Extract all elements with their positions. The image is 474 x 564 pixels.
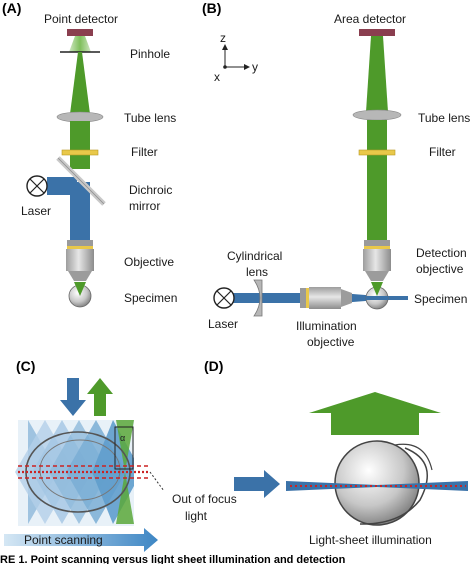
down-arrow-icon — [60, 378, 86, 416]
panel-d: (D) Light-sheet illumination — [204, 358, 468, 547]
panel-a: (A) Point detector Pinhole Tube lens Fil… — [2, 0, 177, 308]
detection-objective-tip — [365, 271, 389, 281]
illumination-beam-b — [230, 293, 340, 303]
filter-b-label: Filter — [429, 145, 456, 159]
figure-caption: RE 1. Point scanning versus light sheet … — [0, 554, 346, 564]
illumination-label-2: objective — [307, 335, 355, 349]
dichroic-mirror-edge — [57, 157, 105, 205]
illumination-objective-icon — [309, 287, 341, 309]
embryo-sphere-icon — [334, 440, 420, 526]
out-of-focus-label-2: light — [185, 509, 208, 523]
point-scanning-label: Point scanning — [24, 533, 103, 547]
excitation-beam-a — [70, 182, 90, 240]
tube-lens-a-label: Tube lens — [124, 111, 176, 125]
dichroic-label-2: mirror — [129, 199, 160, 213]
dichroic-label-1: Dichroic — [129, 183, 172, 197]
cylindrical-label-2: lens — [246, 265, 268, 279]
tube-lens-b-label: Tube lens — [418, 111, 470, 125]
scan-arrow-icon — [4, 528, 158, 552]
point-detector-label: Point detector — [44, 12, 118, 26]
green-cone-top — [116, 420, 134, 472]
illum-objective-ring — [306, 288, 309, 308]
excitation-arrow-icon — [234, 470, 280, 498]
objective-b-top — [364, 240, 390, 246]
panel-a-letter: (A) — [2, 0, 21, 16]
embryo-yolk-line — [359, 447, 428, 525]
angle-glyph: α — [120, 433, 125, 443]
laser-b-label: Laser — [208, 317, 238, 331]
embryo-body-line — [394, 443, 433, 471]
axis-y-label: y — [252, 60, 258, 74]
point-detector-icon — [67, 29, 93, 36]
emission-arrow-icon — [309, 392, 441, 435]
specimen-a-label: Specimen — [124, 291, 177, 305]
specimen-b-label: Specimen — [414, 292, 467, 306]
embryo-inner — [39, 439, 121, 501]
callout-line — [149, 471, 165, 492]
illumination-objective-tip — [341, 289, 352, 307]
laser-a-cross-2 — [29, 178, 45, 194]
filter-a-label: Filter — [131, 145, 158, 159]
panel-b-letter: (B) — [202, 0, 221, 16]
axes-icon: z y x — [214, 31, 258, 84]
area-detector-icon — [359, 29, 395, 36]
panel-c-letter: (C) — [16, 358, 35, 374]
objective-a-tip — [68, 271, 92, 281]
objective-a-ring — [67, 246, 93, 249]
axis-z-label: z — [220, 31, 226, 45]
specimen-b-sheet — [366, 296, 388, 300]
detection-objective-icon — [363, 249, 391, 271]
green-cone-bottom — [116, 472, 134, 524]
specimen-b-focus — [371, 282, 383, 296]
light-sheet-exit-b — [378, 296, 408, 300]
out-of-focus-label-1: Out of focus — [172, 492, 237, 506]
objective-a-label: Objective — [124, 255, 174, 269]
cylindrical-label-1: Cylindrical — [227, 249, 282, 263]
laser-beam-a — [47, 177, 77, 195]
up-arrow-icon — [87, 378, 113, 416]
filter-a-icon — [61, 149, 99, 156]
panel-d-letter: (D) — [204, 358, 223, 374]
green-cone-b — [366, 36, 388, 112]
panel-c: (C) α Out of focus light Point s — [4, 358, 237, 552]
tube-lens-a-icon — [56, 111, 104, 123]
panel-b: (B) z y x Area detector Tube lens Filter — [202, 0, 470, 349]
green-beam-b — [367, 120, 387, 240]
detection-label-1: Detection — [416, 246, 467, 260]
illum-objective-back — [300, 288, 306, 308]
illumination-label-1: Illumination — [296, 319, 357, 333]
detection-label-2: objective — [416, 262, 464, 276]
pinhole-label: Pinhole — [130, 47, 170, 61]
laser-a-label: Laser — [21, 204, 51, 218]
specimen-a-focus — [74, 282, 86, 296]
detector-cone — [69, 36, 91, 52]
green-beam-a — [70, 121, 90, 169]
tube-lens-b-icon — [352, 109, 402, 121]
focus-box — [114, 426, 134, 470]
objective-b-ring — [364, 246, 390, 249]
area-detector-label: Area detector — [334, 12, 406, 26]
cylindrical-lens-icon — [253, 279, 263, 317]
green-cone-a — [70, 52, 90, 114]
filter-b-icon — [358, 149, 396, 156]
laser-b-cross-2 — [216, 290, 232, 306]
axis-x-label: x — [214, 70, 220, 84]
light-sheet-label: Light-sheet illumination — [309, 533, 432, 547]
objective-a-top — [67, 240, 93, 246]
objective-a-icon — [66, 249, 94, 271]
